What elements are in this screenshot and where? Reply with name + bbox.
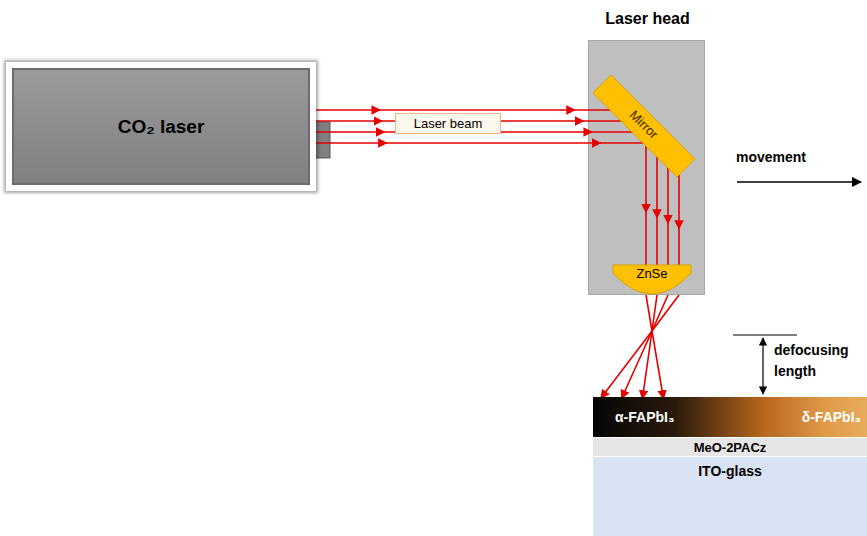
lens-body <box>613 265 691 294</box>
hole-transport-layer: MeO-2PACz <box>593 437 867 457</box>
reference-line <box>733 334 797 335</box>
mirror: Mirror <box>591 51 711 181</box>
znse-lens: ZnSe <box>613 265 691 301</box>
mirror-shape <box>591 51 711 181</box>
node-text: MeO-2PACz <box>694 440 767 455</box>
beam-ray <box>646 295 663 396</box>
node-text: CO₂ laser <box>118 116 205 138</box>
beam-label-box: Laser beam <box>395 113 501 134</box>
node-text: α-FAPbI₃ <box>615 409 674 425</box>
perovskite-layer: α-FAPbI₃ δ-FAPbI₃ <box>593 397 867 437</box>
laser-beam <box>603 295 680 396</box>
laser-source-box: CO₂ laser <box>12 68 310 185</box>
node-text: Laser beam <box>414 116 483 131</box>
laser-head-box: Laser headMirrorZnSe <box>588 40 705 295</box>
node-text: δ-FAPbI₃ <box>802 409 861 425</box>
beam-ray <box>603 295 680 396</box>
movement-arrow <box>737 181 861 183</box>
dimension-label: defocusing length <box>774 340 858 382</box>
beam-ray <box>643 295 657 396</box>
node-text: ITO-glass <box>593 457 867 479</box>
mirror-body <box>593 75 695 177</box>
defocus-arrow <box>762 338 763 394</box>
substrate-layer: ITO-glass <box>593 457 867 536</box>
node-text: ZnSe <box>613 265 691 281</box>
node-text: Laser head <box>569 10 726 28</box>
motion-label: movement <box>736 149 806 165</box>
beam-ray <box>623 295 668 396</box>
